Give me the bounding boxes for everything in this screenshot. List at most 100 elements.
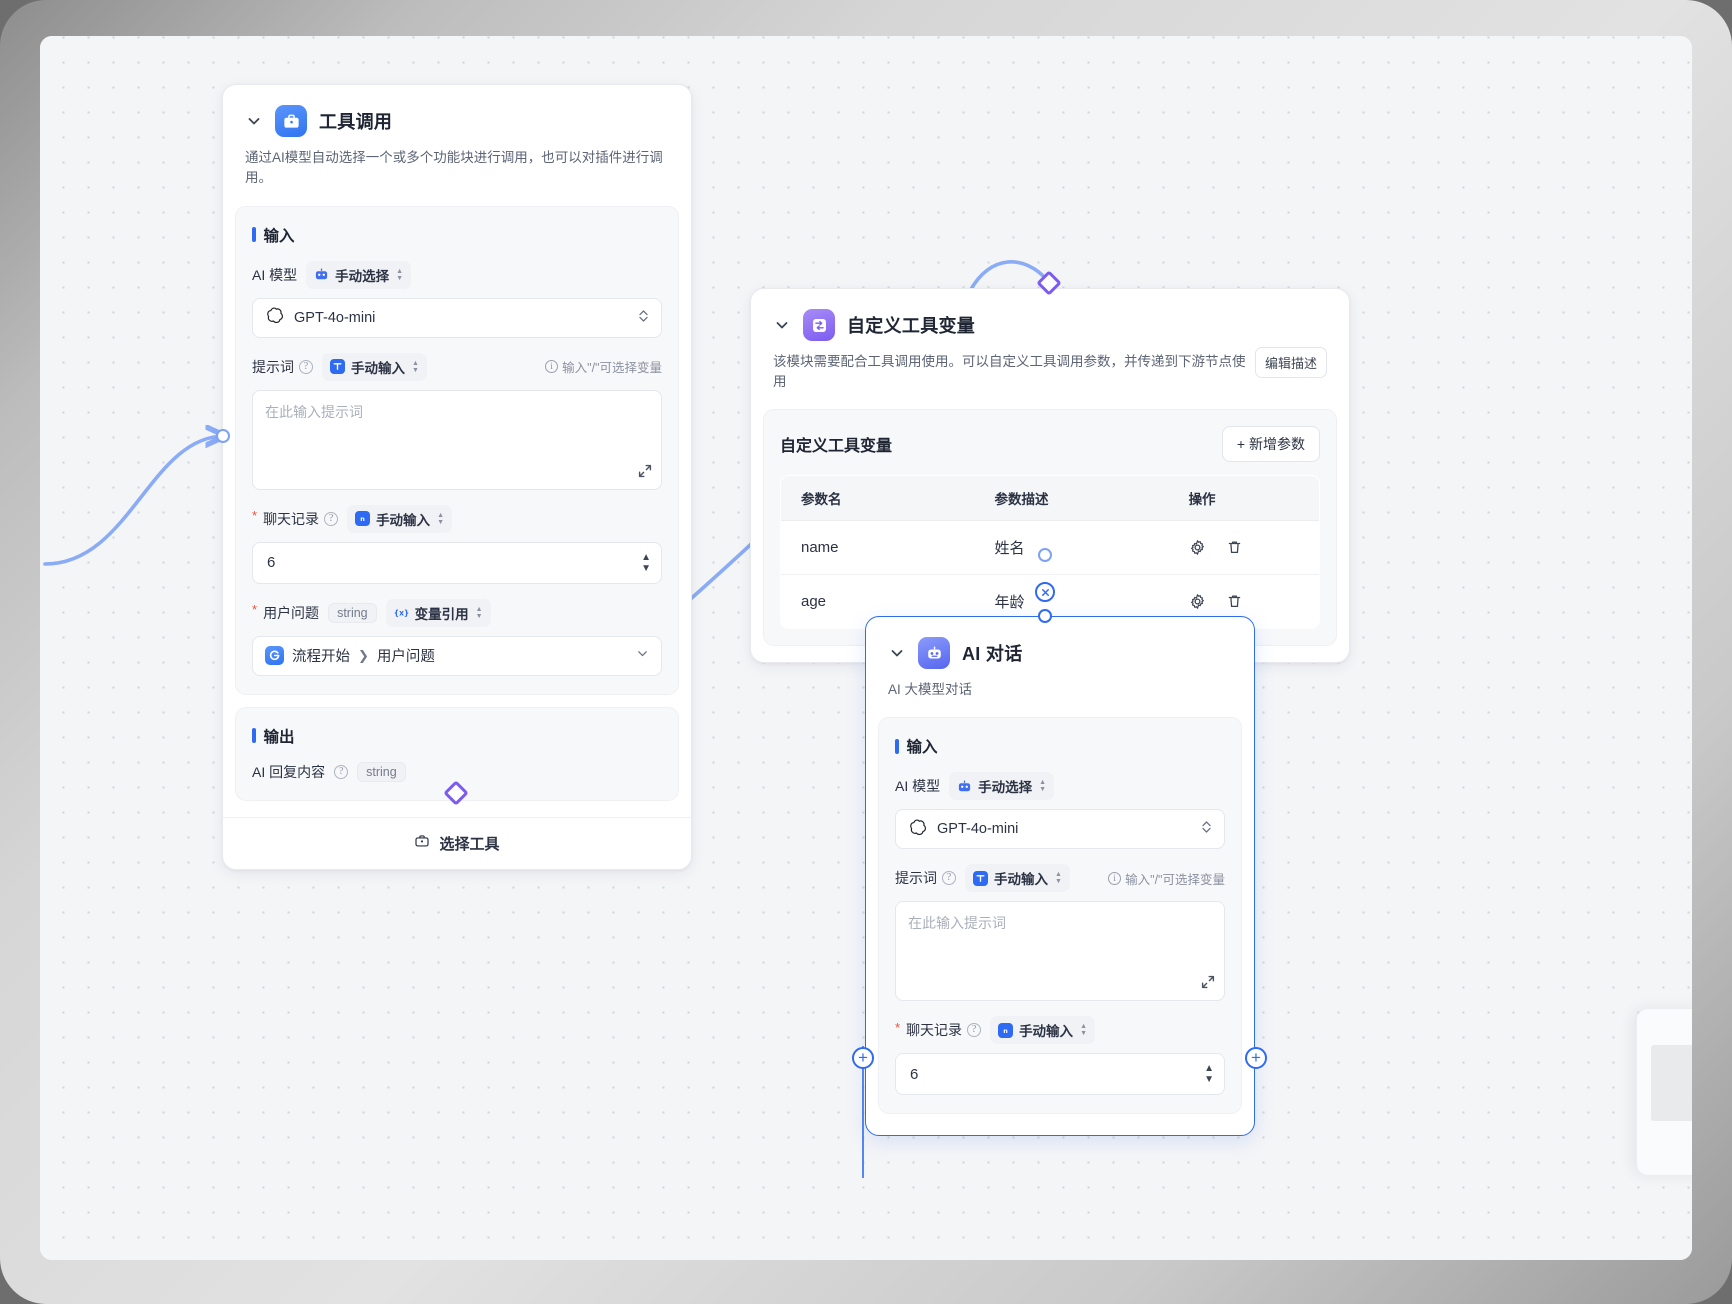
node-custom-tool-vars[interactable]: 自定义工具变量 该模块需要配合工具调用使用。可以自定义工具调用参数，并传递到下游…	[750, 288, 1350, 663]
ai-model-select[interactable]: GPT-4o-mini	[895, 809, 1225, 850]
ai-robot-icon	[918, 637, 950, 669]
number-stepper[interactable]: ▲▼	[1204, 1063, 1214, 1086]
edge-delete-button[interactable]	[1035, 582, 1055, 602]
section-accent-bar	[252, 227, 256, 242]
node-header: 自定义工具变量 该模块需要配合工具调用使用。可以自定义工具调用参数，并传递到下游…	[751, 289, 1349, 393]
prompt-textarea[interactable]: 在此输入提示词	[252, 389, 662, 490]
user-question-mode-select[interactable]: {x} 变量引用 ▲▼	[385, 598, 491, 627]
edit-description-button[interactable]: 编辑描述	[1254, 347, 1327, 378]
field-chat-history: * 聊天记录 ? n 手动输入 ▲▼ 6 ▲▼	[895, 1016, 1225, 1096]
svg-text:n: n	[360, 515, 365, 523]
field-label: AI 模型	[252, 266, 298, 283]
chat-history-number-input[interactable]: 6 ▲▼	[252, 541, 662, 584]
node-title: 自定义工具变量	[847, 316, 976, 336]
number-stepper[interactable]: ▲▼	[641, 551, 651, 574]
ai-model-value: GPT-4o-mini	[937, 821, 1019, 838]
chevron-down-icon[interactable]	[245, 112, 263, 130]
field-label: AI 模型	[895, 778, 941, 795]
chevron-down-icon[interactable]	[888, 644, 906, 662]
output-label: AI 回复内容	[252, 763, 326, 780]
param-desc: 姓名	[974, 520, 1169, 575]
prompt-textarea[interactable]: 在此输入提示词	[895, 901, 1225, 1002]
add-node-right-button[interactable]: +	[1245, 1047, 1267, 1069]
node-description: 该模块需要配合工具调用使用。可以自定义工具调用参数，并传递到下游节点使用 编辑描…	[773, 347, 1327, 393]
section-accent-bar	[252, 728, 256, 743]
chat-history-value: 6	[267, 554, 276, 571]
chat-history-mode-select[interactable]: n 手动输入 ▲▼	[990, 1016, 1095, 1045]
help-icon[interactable]: ?	[324, 511, 339, 526]
help-icon[interactable]: ?	[334, 764, 349, 779]
param-name: age	[801, 592, 827, 610]
chevron-updown-icon: ▲▼	[475, 605, 483, 620]
ai-model-mode-select[interactable]: 手动选择 ▲▼	[306, 260, 412, 289]
field-label: * 聊天记录 ?	[252, 508, 339, 529]
right-side-panel[interactable]	[1636, 1008, 1692, 1176]
select-tool-button[interactable]: 选择工具	[223, 816, 691, 869]
flow-start-icon	[265, 646, 284, 665]
chevron-updown-icon: ▲▼	[437, 511, 444, 526]
node-title: AI 对话	[962, 644, 1023, 664]
required-marker: *	[252, 602, 258, 617]
gear-icon[interactable]	[1189, 593, 1206, 610]
chevron-updown-icon: ▲▼	[1080, 1023, 1087, 1038]
user-question-reference-select[interactable]: 流程开始 ❯ 用户问题	[252, 635, 662, 676]
info-icon: i	[1108, 871, 1122, 885]
table-row[interactable]: name 姓名	[781, 520, 1319, 575]
help-icon[interactable]: ?	[967, 1023, 982, 1038]
ai-model-select[interactable]: GPT-4o-mini	[252, 297, 662, 338]
text-input-icon	[973, 870, 988, 886]
variable-icon: {x}	[394, 605, 409, 620]
input-section-title: 输入	[252, 224, 662, 246]
chevron-updown-icon	[1201, 819, 1212, 839]
reference-source: 流程开始	[292, 649, 350, 665]
add-param-button[interactable]: + 新增参数	[1221, 425, 1320, 462]
info-icon: i	[545, 360, 559, 373]
robot-icon	[957, 779, 972, 794]
column-header-actions: 操作	[1168, 475, 1319, 521]
help-icon[interactable]: ?	[942, 871, 956, 886]
chevron-updown-icon: ▲▼	[1039, 779, 1047, 794]
table-row[interactable]: age 年龄	[781, 574, 1319, 628]
panel-title: 自定义工具变量	[780, 437, 893, 455]
node-ai-chat-input-port[interactable]	[1038, 609, 1052, 623]
type-tag: string	[328, 602, 377, 623]
node-header: AI 对话 AI 大模型对话	[866, 617, 1254, 700]
select-tool-label: 选择工具	[439, 835, 500, 853]
robot-icon	[314, 267, 329, 282]
chat-history-mode-select[interactable]: n 手动输入 ▲▼	[347, 504, 452, 533]
expand-icon[interactable]	[638, 464, 652, 481]
number-input-icon: n	[998, 1022, 1014, 1038]
mode-label: 手动输入	[994, 872, 1048, 888]
prompt-mode-select[interactable]: 手动输入 ▲▼	[322, 352, 427, 381]
gear-icon[interactable]	[1189, 539, 1206, 556]
reference-field: 用户问题	[376, 649, 435, 665]
ai-model-mode-select[interactable]: 手动选择 ▲▼	[949, 772, 1055, 801]
ai-model-value: GPT-4o-mini	[294, 309, 376, 326]
prompt-hint: i 输入"/"可选择变量	[1108, 869, 1225, 888]
node-tool-call-input-port[interactable]	[216, 429, 230, 443]
required-marker: *	[252, 508, 258, 523]
field-label: 提示词 ?	[895, 868, 956, 888]
expand-icon[interactable]	[1201, 975, 1215, 992]
trash-icon[interactable]	[1226, 539, 1243, 556]
node-custom-tool-vars-output-port[interactable]	[1038, 548, 1052, 562]
node-tool-call[interactable]: 工具调用 通过AI模型自动选择一个或多个功能块进行调用，也可以对插件进行调用。 …	[222, 84, 692, 870]
field-label: 提示词 ?	[252, 357, 313, 377]
toolbox-icon	[275, 105, 307, 137]
help-icon[interactable]: ?	[299, 359, 313, 374]
number-input-icon: n	[355, 511, 371, 526]
mode-label: 手动输入	[376, 512, 431, 528]
add-node-left-button[interactable]: +	[852, 1047, 874, 1069]
column-header-desc: 参数描述	[974, 475, 1169, 521]
node-ai-chat[interactable]: AI 对话 AI 大模型对话 输入 AI 模型 手动选择	[865, 616, 1255, 1136]
mode-label: 手动选择	[335, 268, 390, 284]
field-ai-model: AI 模型 手动选择 ▲▼ GPT-4o-mini	[895, 772, 1225, 850]
node-description: AI 大模型对话	[888, 682, 973, 697]
chevron-down-icon[interactable]	[773, 316, 791, 334]
trash-icon[interactable]	[1226, 593, 1243, 610]
chat-history-number-input[interactable]: 6 ▲▼	[895, 1053, 1225, 1096]
input-section: 输入 AI 模型 手动选择 ▲▼	[878, 717, 1242, 1115]
prompt-mode-select[interactable]: 手动输入 ▲▼	[965, 864, 1070, 893]
panel-placeholder-block	[1651, 1045, 1692, 1121]
